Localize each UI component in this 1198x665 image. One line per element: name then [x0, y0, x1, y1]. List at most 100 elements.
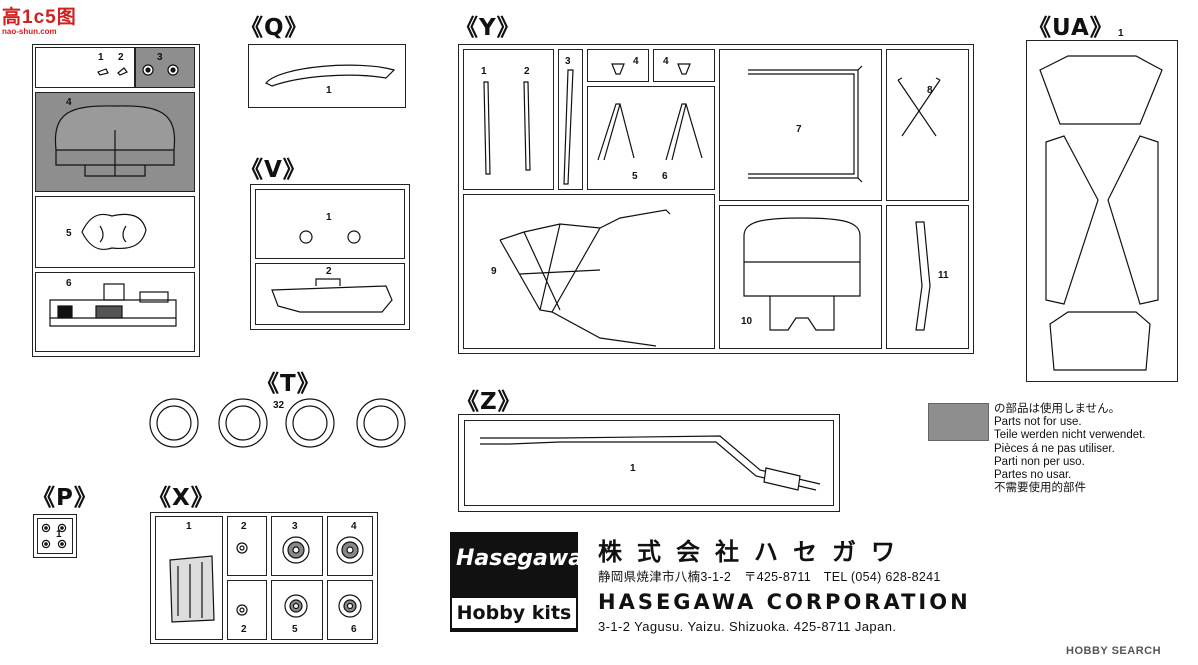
y-part-number: 4	[633, 56, 639, 67]
section-p-label: 《P》	[32, 485, 98, 511]
p-cell-1	[37, 518, 73, 554]
logo-wordmark: Hasegawa	[456, 546, 584, 571]
y-cell-8	[886, 49, 969, 201]
k-part-number: 3	[157, 52, 163, 63]
y-part-8-drawing	[897, 77, 941, 137]
k-part-number: 1	[98, 52, 104, 63]
watermark-url: nao-shun.com	[2, 27, 57, 36]
section-ua-frame	[1026, 40, 1178, 382]
legend-text: の部品は使用しません。 Parts not for use. Teile wer…	[994, 403, 1146, 495]
p-part-1-drawing	[41, 523, 67, 549]
y-part-1-drawing	[483, 81, 491, 175]
t-part-number: 32	[273, 400, 285, 411]
k-part-number: 2	[118, 52, 124, 63]
k-part-number: 5	[66, 228, 72, 239]
y-cell-1-2	[463, 49, 554, 190]
k-part-number: 6	[66, 278, 72, 289]
section-t-label: 《T》	[256, 371, 321, 397]
ua-side-window-left	[1045, 135, 1099, 305]
y-part-9-drawing	[499, 209, 671, 347]
x-cell-2a	[227, 516, 267, 576]
k-cell-1-2	[35, 47, 135, 88]
x-part-2b-drawing	[236, 604, 248, 616]
y-part-number: 9	[491, 266, 497, 277]
y-part-2-drawing	[523, 81, 531, 171]
legend-line: Pièces á ne pas utiliser.	[994, 442, 1115, 455]
x-part-number: 2	[241, 521, 247, 532]
y-part-7-drawing	[748, 69, 859, 179]
x-part-number: 6	[351, 624, 357, 635]
y-cell-4a	[587, 49, 649, 82]
y-cell-11	[886, 205, 969, 349]
legend-line: Parts not for use.	[994, 416, 1082, 429]
legend-line: の部品は使用しません。	[994, 403, 1121, 415]
q-part-1-drawing	[265, 64, 396, 87]
v-part-1-drawing	[299, 230, 313, 244]
watermark-brand: 高1c5图	[2, 7, 77, 28]
z-part-number: 1	[630, 463, 636, 474]
y-part-number: 2	[524, 66, 530, 77]
k-cell-5	[35, 196, 195, 268]
y-part-number: 1	[481, 66, 487, 77]
section-z-label: 《Z》	[456, 389, 522, 415]
y-cell-4b	[653, 49, 715, 82]
x-part-1-drawing	[169, 555, 215, 623]
company-name-en: HASEGAWA CORPORATION	[598, 590, 971, 614]
y-part-3-drawing	[563, 69, 574, 185]
k-part-4-drawing	[54, 105, 176, 151]
y-part-number: 10	[741, 316, 753, 327]
v-cell-1	[255, 189, 405, 259]
legend-line: Teile werden nicht verwendet.	[994, 429, 1146, 442]
hasegawa-logo: Hasegawa Hobby kits	[450, 532, 583, 632]
x-part-number: 5	[292, 624, 298, 635]
k-part-5-drawing	[81, 213, 147, 251]
v-part-number: 1	[326, 212, 332, 223]
x-part-2a-drawing	[236, 542, 248, 554]
k-part-1-drawing	[97, 68, 109, 76]
y-part-5-drawing	[597, 103, 635, 161]
ua-part-number: 1	[1118, 28, 1124, 39]
legend-line: Parti non per uso.	[994, 455, 1085, 468]
company-address-jp: 静岡県焼津市八楠3-1-2 〒425-8711 TEL (054) 628-82…	[598, 570, 941, 584]
y-cell-3	[558, 49, 583, 190]
legend-line: Partes no usar.	[994, 469, 1072, 482]
y-part-number: 4	[663, 56, 669, 67]
watermark-hobby-search: HOBBY SEARCH	[1066, 645, 1162, 657]
ua-side-window-right	[1107, 135, 1159, 305]
company-name-jp: 株式会社ハセガワ	[598, 538, 910, 566]
y-part-number: 7	[796, 124, 802, 135]
y-part-4a-drawing	[611, 63, 625, 75]
logo-subtitle: Hobby kits	[452, 598, 576, 628]
y-part-number: 3	[565, 56, 571, 67]
section-q-label: 《Q》	[240, 15, 309, 41]
x-part-number: 1	[186, 521, 192, 532]
y-part-number: 8	[927, 85, 933, 96]
y-part-11-drawing	[915, 221, 931, 331]
q-part-number: 1	[326, 85, 332, 96]
p-part-number: 1	[56, 529, 62, 540]
y-part-number: 6	[662, 171, 668, 182]
y-cell-5-6	[587, 86, 715, 190]
v-part-number: 2	[326, 266, 332, 277]
y-part-number: 5	[632, 171, 638, 182]
t-tires-drawing	[149, 398, 406, 448]
section-y-label: 《Y》	[455, 15, 521, 41]
section-x-label: 《X》	[148, 485, 215, 511]
watermark-logo: 高1c5图 nao-shun.com	[2, 2, 77, 36]
ua-windshield-drawing	[1039, 55, 1163, 125]
x-part-number: 3	[292, 521, 298, 532]
y-part-number: 11	[938, 270, 949, 281]
x-wheels-drawing	[282, 536, 364, 618]
y-part-10-drawing	[743, 217, 861, 297]
k-part-number: 4	[66, 97, 72, 108]
v-part-2-drawing	[271, 285, 393, 313]
y-part-6-drawing	[665, 103, 703, 161]
company-address-en: 3-1-2 Yagusu. Yaizu. Shizuoka. 425-8711 …	[598, 619, 897, 634]
x-part-number: 4	[351, 521, 357, 532]
x-part-number: 2	[241, 624, 247, 635]
legend-line: 不需要使用的部件	[994, 482, 1086, 495]
v-cell-2	[255, 263, 405, 325]
y-part-4b-drawing	[677, 63, 691, 75]
legend-swatch	[928, 403, 989, 441]
